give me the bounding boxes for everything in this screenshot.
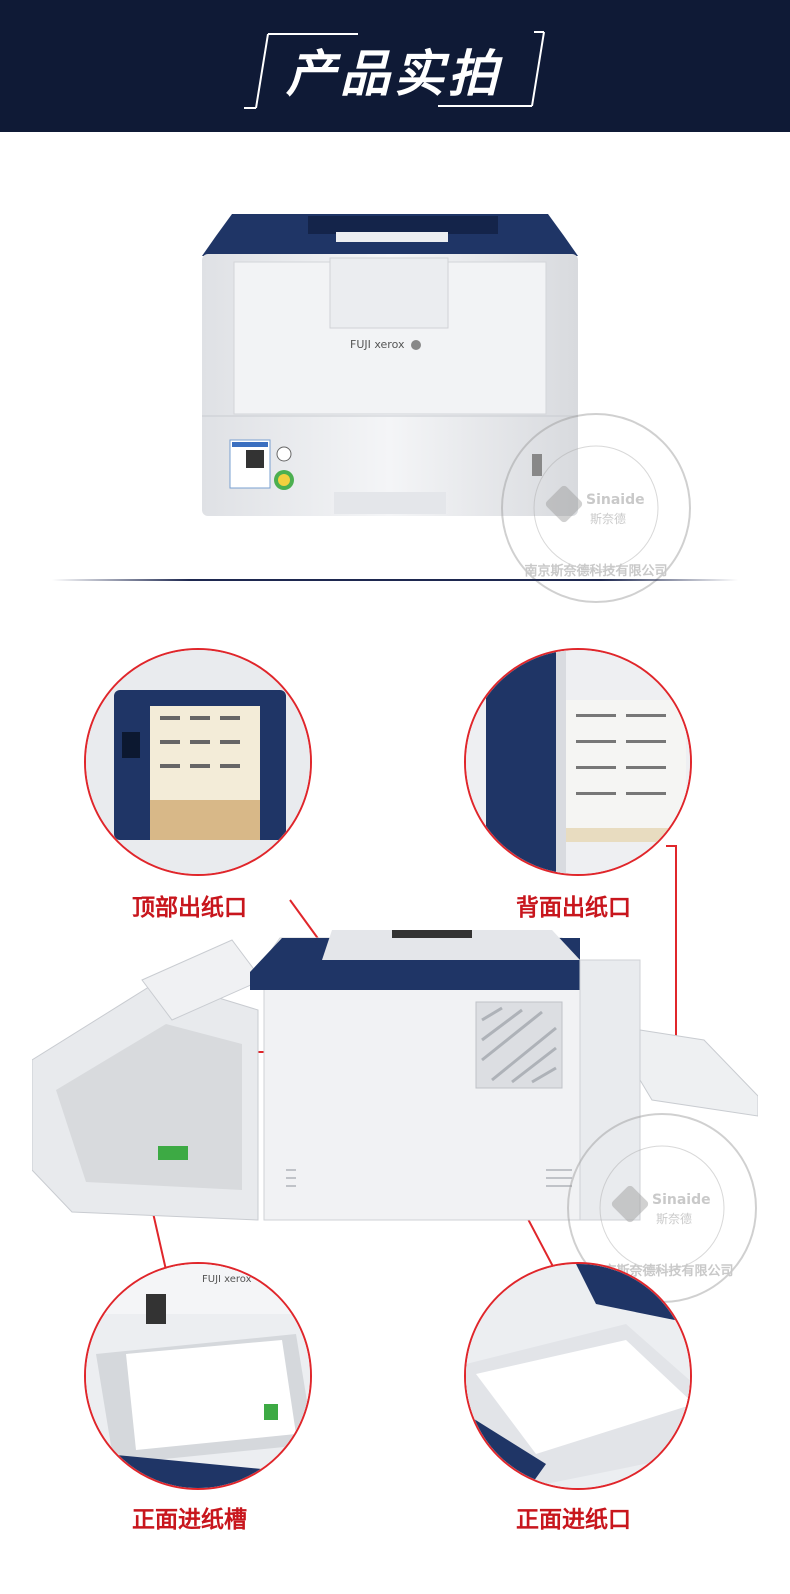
banner-title-frame: 产品实拍 <box>238 28 550 112</box>
front-slot-closeup <box>464 1262 692 1490</box>
caption-top-output: 顶部出纸口 <box>132 895 247 921</box>
watermark-2-logo-cn: 斯奈德 <box>656 1212 693 1226</box>
watermark-arc-text: 南京斯奈德科技有限公司 <box>524 564 668 579</box>
printer-front-photo: FUJI xerox <box>198 210 582 522</box>
page-title: 产品实拍 <box>286 45 502 103</box>
xerox-globe-icon <box>410 340 421 350</box>
caption-rear-output: 背面出纸口 <box>516 895 631 921</box>
tray-brand-text: FUJI xerox <box>202 1274 252 1285</box>
printer-side-photo <box>32 920 758 1232</box>
header-banner: 产品实拍 <box>0 0 790 132</box>
caption-front-slot: 正面进纸口 <box>516 1507 631 1533</box>
top-output-closeup <box>84 648 312 876</box>
watermark-logo-cn: 斯奈德 <box>590 512 627 526</box>
watermark-logo-text: Sinaide <box>586 492 645 508</box>
caption-front-tray: 正面进纸槽 <box>132 1507 247 1533</box>
company-watermark-2: Sinaide 斯奈德 南京斯奈德科技有限公司 <box>564 1110 760 1306</box>
section-divider <box>52 579 738 581</box>
brand-text: FUJI xerox <box>350 338 405 351</box>
rear-output-closeup <box>464 648 692 876</box>
printer-brand-logo: FUJI xerox <box>350 338 421 351</box>
front-tray-closeup: FUJI xerox <box>84 1262 312 1490</box>
company-watermark: Sinaide 斯奈德 南京斯奈德科技有限公司 <box>498 410 694 606</box>
title-frame-lines <box>244 31 545 109</box>
watermark-2-logo-text: Sinaide <box>652 1192 711 1208</box>
